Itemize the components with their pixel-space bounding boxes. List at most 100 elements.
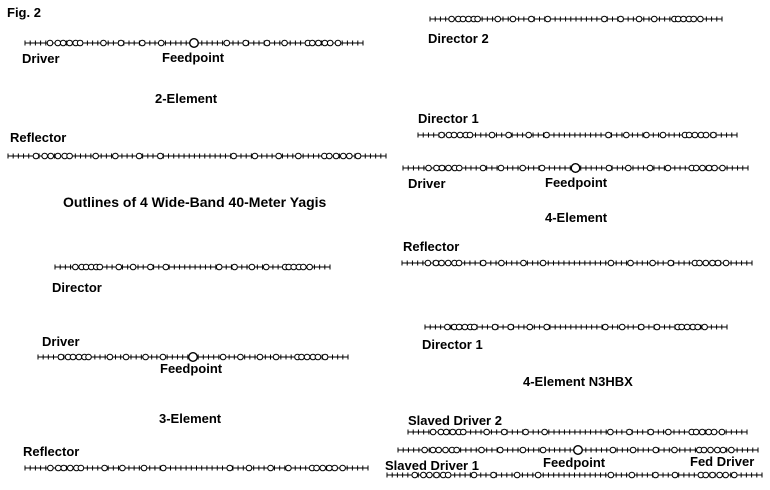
- segment-circle: [490, 471, 497, 479]
- segment-circle: [519, 164, 527, 172]
- segment-circle: [671, 446, 678, 454]
- segment-circle: [479, 259, 487, 267]
- segment-circle: [313, 464, 320, 472]
- segment-circle: [339, 464, 346, 472]
- segment-circle: [711, 164, 718, 172]
- segment-circle: [32, 152, 40, 160]
- segment-circle: [332, 152, 340, 160]
- segment-circle: [617, 15, 624, 23]
- segment-circle: [497, 164, 505, 172]
- segment-circle: [321, 353, 329, 361]
- segment-circle: [438, 164, 446, 172]
- segment-circle: [629, 446, 637, 454]
- segment-circle: [649, 259, 656, 267]
- segment-circle: [57, 353, 65, 361]
- segment-circle: [60, 464, 68, 472]
- segment-circle: [424, 259, 432, 267]
- label-director-2: Director 2: [428, 31, 489, 46]
- segment-circle: [539, 446, 547, 454]
- element-4-element-n3hbx-slaved-driver-1: [386, 471, 763, 479]
- element-3-element-reflector: [24, 464, 369, 472]
- segment-circle: [438, 131, 445, 139]
- segment-circle: [667, 259, 675, 267]
- segment-circle: [237, 353, 244, 361]
- segment-circle: [157, 39, 165, 47]
- segment-circle: [245, 464, 253, 472]
- segment-circle: [46, 39, 54, 47]
- segment-circle: [421, 446, 428, 454]
- segment-circle: [607, 428, 614, 436]
- segment-circle: [470, 471, 478, 479]
- segment-circle: [435, 446, 442, 454]
- segment-circle: [702, 471, 710, 479]
- segment-circle: [231, 263, 238, 271]
- segment-circle: [522, 428, 529, 436]
- segment-circle: [470, 323, 478, 331]
- segment-circle: [135, 152, 143, 160]
- segment-circle: [272, 353, 280, 361]
- segment-circle: [275, 152, 282, 160]
- segment-circle: [507, 323, 515, 331]
- segment-circle: [77, 464, 85, 472]
- segment-circle: [223, 39, 231, 47]
- segment-circle: [496, 446, 504, 454]
- label-driver: Driver: [22, 51, 60, 66]
- segment-circle: [442, 446, 449, 454]
- segment-circle: [455, 164, 463, 172]
- segment-circle: [696, 259, 703, 267]
- segment-circle: [491, 323, 499, 331]
- segment-circle: [157, 152, 164, 160]
- segment-circle: [119, 464, 126, 472]
- segment-circle: [539, 259, 547, 267]
- segment-circle: [671, 471, 679, 479]
- segment-circle: [92, 152, 99, 160]
- segment-circle: [248, 263, 256, 271]
- segment-circle: [474, 15, 481, 23]
- segment-circle: [628, 471, 636, 479]
- segment-circle: [544, 15, 551, 23]
- segment-circle: [66, 464, 74, 472]
- segment-circle: [635, 15, 643, 23]
- segment-circle: [525, 131, 532, 139]
- segment-circle: [455, 259, 463, 267]
- segment-circle: [607, 259, 615, 267]
- segment-circle: [334, 39, 342, 47]
- segment-circle: [697, 15, 704, 23]
- segment-circle: [76, 39, 84, 47]
- segment-circle: [700, 446, 708, 454]
- segment-circle: [438, 259, 445, 267]
- segment-circle: [665, 428, 672, 436]
- segment-circle: [47, 152, 55, 160]
- segment-circle: [541, 428, 548, 436]
- segment-circle: [659, 131, 667, 139]
- label-feedpoint: Feedpoint: [543, 455, 606, 470]
- segment-circle: [543, 323, 551, 331]
- segment-circle: [444, 259, 452, 267]
- segment-circle: [256, 353, 264, 361]
- segment-circle: [647, 428, 655, 436]
- segment-circle: [129, 263, 137, 271]
- feedpoint-marker: [573, 445, 584, 456]
- segment-circle: [66, 152, 73, 160]
- label-reflector: Reflector: [23, 444, 80, 459]
- segment-circle: [722, 471, 729, 479]
- segment-circle: [326, 39, 334, 47]
- segment-circle: [519, 446, 527, 454]
- antenna-title-2-element: 2-Element: [155, 91, 218, 106]
- segment-circle: [623, 131, 630, 139]
- element-2-element-reflector: [7, 152, 387, 160]
- segment-circle: [445, 164, 452, 172]
- segment-circle: [730, 471, 738, 479]
- segment-circle: [101, 464, 108, 472]
- element-4-element-director-1: [417, 131, 738, 139]
- segment-circle: [443, 428, 450, 436]
- antenna-title-4-element-n3hbx: 4-Element N3HBX: [523, 374, 633, 389]
- segment-circle: [694, 323, 702, 331]
- segment-circle: [652, 471, 659, 479]
- segment-circle: [702, 131, 710, 139]
- segment-circle: [314, 353, 322, 361]
- segment-circle: [637, 323, 645, 331]
- segment-circle: [147, 263, 154, 271]
